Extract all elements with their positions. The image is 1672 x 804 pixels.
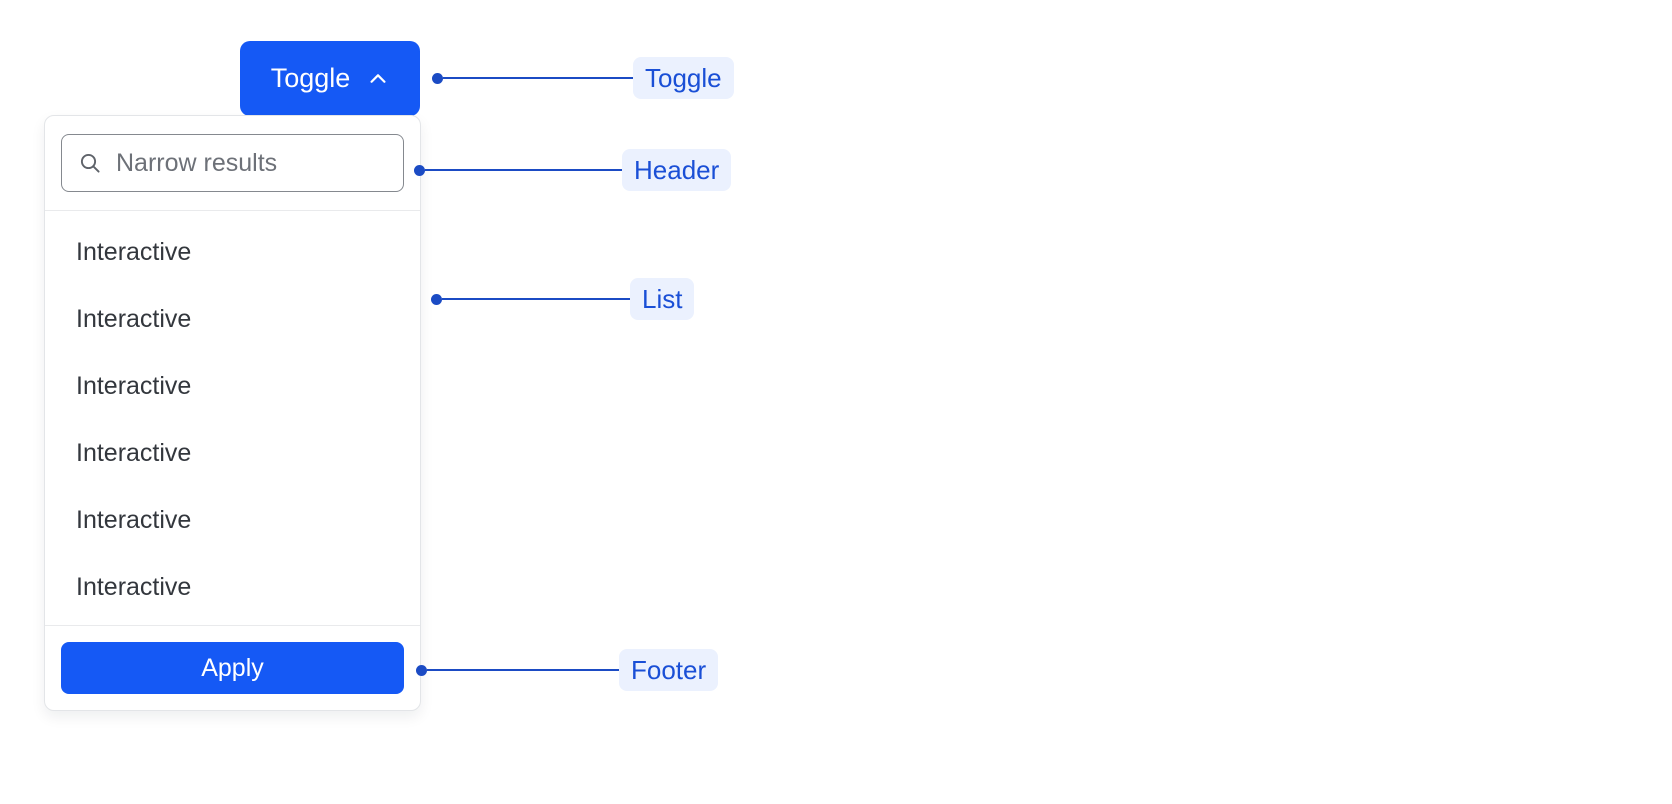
panel-header [45,116,420,211]
list-item[interactable]: Interactive [45,554,420,621]
list-item-label: Interactive [76,439,192,467]
toggle-button-label: Toggle [270,63,351,93]
annotation-label-header: Header [622,148,732,192]
annotation-leader-line [443,77,633,79]
list-item[interactable]: Interactive [45,420,420,487]
list-item[interactable]: Interactive [45,219,420,286]
list-item[interactable]: Interactive [45,487,420,554]
list-item-label: Interactive [76,573,192,601]
annotation-leader-line [427,669,619,671]
list-item[interactable]: Interactive [45,286,420,353]
list-item-label: Interactive [76,372,192,400]
search-field-wrapper[interactable] [61,134,404,192]
annotation-label-list: List [630,277,695,321]
annotation-label-footer: Footer [619,648,719,692]
search-input[interactable] [62,135,403,191]
dropdown-panel: Interactive Interactive Interactive Inte… [44,115,421,711]
list-item[interactable]: Interactive [45,353,420,420]
panel-footer: Apply [45,625,420,710]
list-item-label: Interactive [76,305,192,333]
apply-button[interactable]: Apply [61,642,404,694]
annotation-label-toggle: Toggle [633,56,734,100]
annotation-dot [431,293,442,305]
list-item-label: Interactive [76,238,192,266]
annotation-leader-line [425,169,622,171]
list-item-label: Interactive [76,506,192,534]
chevron-up-icon [370,73,386,83]
annotation-dot [416,664,427,676]
panel-list: Interactive Interactive Interactive Inte… [45,211,420,625]
annotation-dot [414,164,425,176]
annotation-leader-line [442,298,630,300]
toggle-button[interactable]: Toggle [240,41,420,116]
annotation-dot [432,72,443,84]
